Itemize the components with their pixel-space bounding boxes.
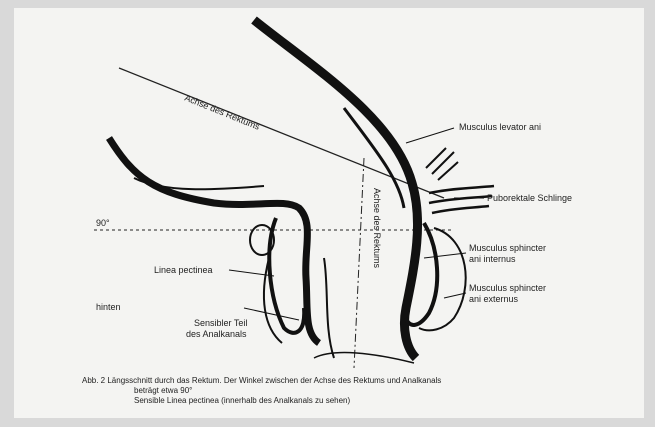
leader-sphincter-internus xyxy=(424,253,466,258)
leader-sensibler-teil xyxy=(244,308,299,320)
levator-muscle xyxy=(426,148,458,180)
rectum-axis-diagonal xyxy=(119,68,444,198)
leader-levator xyxy=(406,128,454,143)
caption-line-3: Sensible Linea pectinea (innerhalb des A… xyxy=(134,396,350,406)
rectum-wall-anterior xyxy=(254,20,418,358)
label-hinten: hinten xyxy=(96,302,121,312)
caption-line-2: beträgt etwa 90° xyxy=(134,386,192,396)
label-axis-diagonal: Achse des Rektums xyxy=(183,93,261,132)
label-angle: 90° xyxy=(96,218,110,228)
leader-linea-pectinea xyxy=(229,270,274,276)
sphincter-internus-left xyxy=(269,218,304,333)
rectum-axis-vertical xyxy=(354,158,364,368)
label-levator: Musculus levator ani xyxy=(459,122,541,132)
anatomy-figure: Achse des Rektums Achse des Rektums Musc… xyxy=(14,8,644,418)
rectum-wall-posterior xyxy=(109,138,319,343)
label-puborectal: Puborektale Schlinge xyxy=(487,193,572,203)
anal-canal-inner xyxy=(324,258,334,358)
caption-line-1: Abb. 2 Längsschnitt durch das Rektum. De… xyxy=(82,376,441,386)
rectum-section-drawing: Achse des Rektums Achse des Rektums Musc… xyxy=(14,8,644,418)
label-linea-pectinea: Linea pectinea xyxy=(154,265,213,275)
label-axis-vertical: Achse des Rektums xyxy=(372,188,382,269)
puborectal-sling xyxy=(429,186,494,213)
anal-verge xyxy=(314,353,414,363)
